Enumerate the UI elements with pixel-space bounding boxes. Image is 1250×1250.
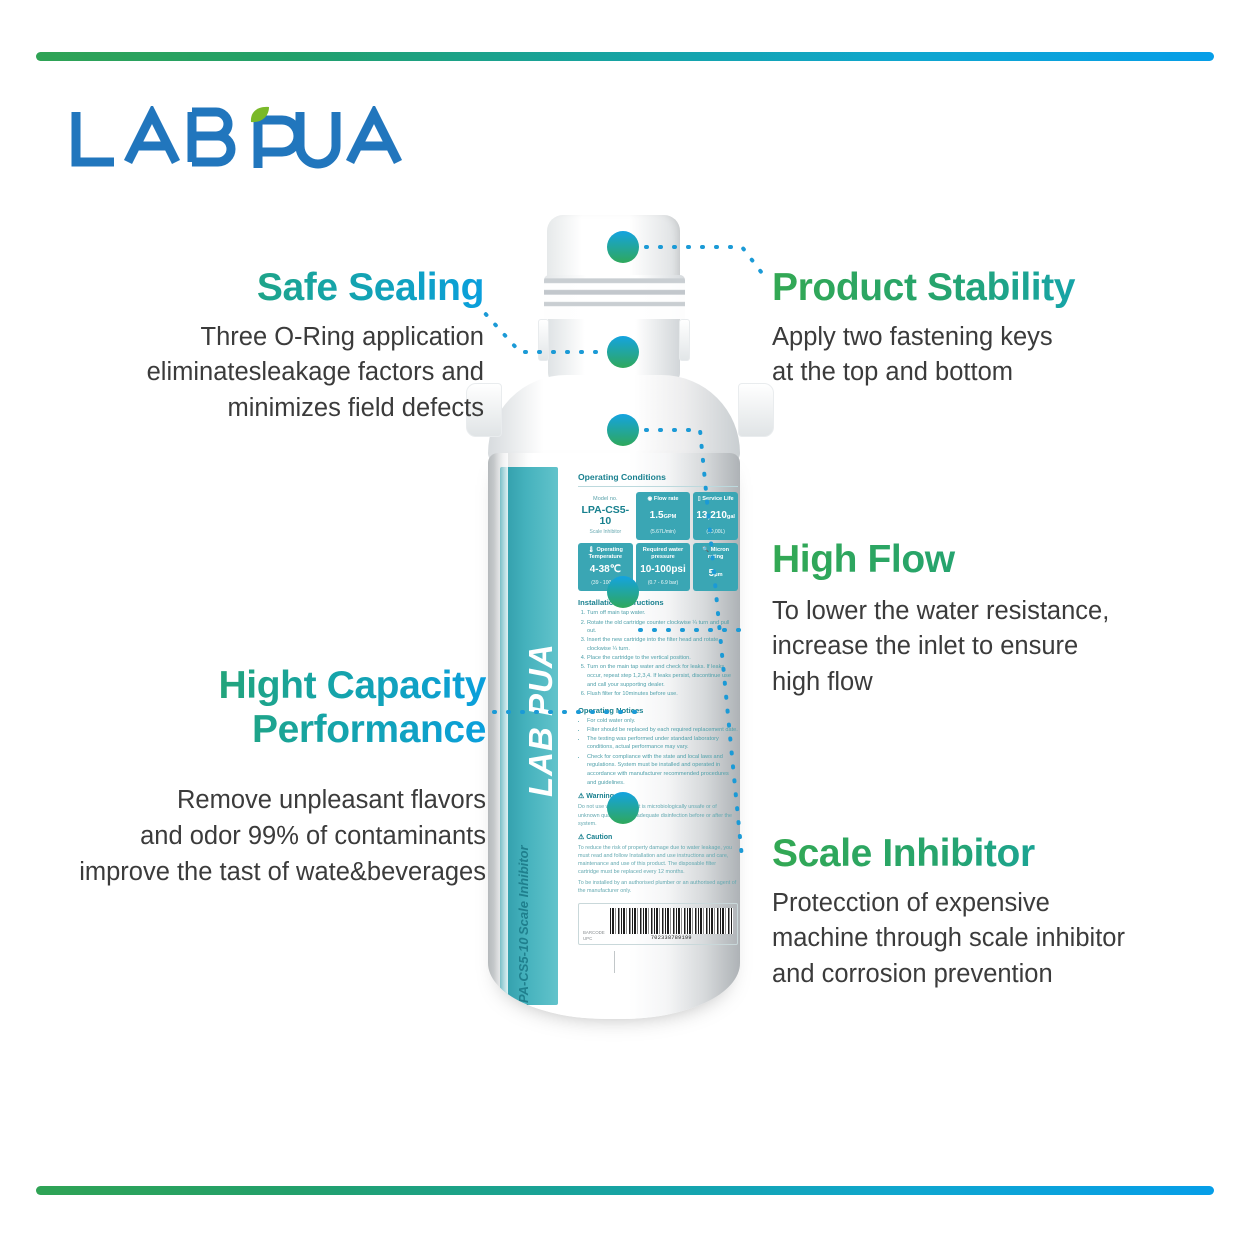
spec-model-label: Model no. [593,496,618,503]
spec-pressure-value: 10-100psi [640,564,686,576]
fastening-key-left [466,383,502,437]
list-item: For cold water only. [587,717,738,726]
list-item: Turn off main tap water. [587,609,738,618]
feature-product-stability: Product Stability Apply two fastening ke… [772,266,1222,391]
leaf-icon [250,106,269,123]
warning-body: Do not use with water that is microbiolo… [578,804,733,827]
brand-stripe: LAB PUA LPA-CS5-10 Scale Inhibitor [500,467,559,1011]
list-item: Rotate the old cartridge counter clockwi… [587,619,738,636]
caution-body-secondary: To be installed by an authorised plumber… [578,880,737,895]
label-divider [578,486,738,488]
list-item: Flush filter for 10minutes before use. [587,690,738,699]
spec-temperature-value: 4-38℃ [589,564,621,576]
spec-pressure: Required water pressure 10-100psi (0.7 -… [635,543,691,592]
thermometer-icon: 🌡 Operating Temperature [587,547,623,561]
spec-service-life-value: 13,210gal [696,509,735,521]
list-item: The testing was performed under standard… [587,735,738,752]
spec-temperature: 🌡 Operating Temperature 4-38℃ (39 - 100 … [578,543,633,592]
spec-micron: 🔍 Micron rating 5μm [693,543,738,592]
gauge-icon: Required water pressure [642,547,684,561]
spec-model-value: LPA-CS5-10 [581,504,630,528]
cartridge-shoulder [488,375,740,463]
magnifier-icon: 🔍 Micron rating [702,547,730,561]
spec-service-life-sub: (50,00L) [706,529,725,536]
spec-flow-rate-sub: (5.67L/min) [650,529,676,536]
stripe-model-code: LPA-CS5-10 [516,937,531,1012]
list-item: Place the cartridge to the vertical posi… [587,654,738,663]
mold-seam [614,951,615,973]
feature-body: Remove unpleasant flavors and odor 99% o… [79,786,486,886]
warning-title: ⚠ Warning [578,793,614,801]
installation-title: Installation Instructions [578,598,664,608]
barcode-block: BARCODE UPC 702338789199 [578,902,738,946]
barcode-label: BARCODE UPC [583,930,605,942]
operating-conditions-title: Operating Conditions [578,472,666,482]
stripe-brand-text: LAB PUA [522,643,559,797]
product-label: Operating Conditions Model no. LPA-CS5-1… [572,463,740,1011]
bottle-glare [494,453,508,1019]
spec-flow-rate-value: 1.5GPM [649,509,677,521]
feature-body: Protecction of expensive machine through… [772,888,1125,989]
list-item: Check for compliance with the state and … [587,753,738,788]
feature-body: Apply two fastening keys at the top and … [772,322,1053,387]
feature-scale-inhibitor: Scale Inhibitor Protecction of expensive… [772,832,1232,993]
list-item: Turn on the main tap water and check for… [587,663,738,689]
stripe-model-type: Scale Inhibitor [516,845,531,935]
service-life-icon: ▯ Service Life [697,496,734,503]
notices-list: For cold water only. Filter should be re… [578,717,738,788]
spec-temperature-sub: (39 - 100 °F) [591,580,620,587]
flow-rate-icon: ◉ Flow rate [647,496,679,503]
barcode-icon [609,907,733,934]
cartridge-body: LAB PUA LPA-CS5-10 Scale Inhibitor Opera… [488,453,740,1019]
spec-service-life: ▯ Service Life 13,210gal (50,00L) [693,492,738,541]
spec-table: Model no. LPA-CS5-10 Scale Inhibitor ◉ F… [578,492,738,592]
fastening-key-right [738,383,774,437]
feature-body: To lower the water resistance, increase … [772,596,1110,697]
installation-steps: Turn off main tap water. Rotate the old … [578,609,738,698]
feature-title: Hight Capacity Performance [8,664,487,751]
spec-pressure-sub: (0.7 - 6.9 bar) [647,580,679,587]
feature-title: Scale Inhibitor [772,832,1232,876]
feature-high-flow: High Flow To lower the water resistance,… [772,538,1238,701]
feature-body: Three O-Ring application eliminatesleaka… [146,322,484,423]
feature-hight-capacity-performance: Hight Capacity Performance Remove unplea… [8,664,486,890]
operating-notices: For cold water only. Filter should be re… [578,717,738,788]
cartridge-neck [538,319,690,383]
feature-title: Safe Sealing [20,266,485,310]
spec-model-sub: Scale Inhibitor [589,529,622,536]
spec-flow-rate: ◉ Flow rate 1.5GPM (5.67L/min) [635,492,691,541]
product-image: LAB PUA LPA-CS5-10 Scale Inhibitor Opera… [466,215,774,1055]
installation-step-list: Turn off main tap water. Rotate the old … [578,609,738,698]
top-accent-bar [36,52,1214,61]
spec-model: Model no. LPA-CS5-10 Scale Inhibitor [578,492,633,540]
caution-body: To reduce the risk of property damage du… [578,844,733,876]
feature-title: Product Stability [772,266,1222,310]
spec-micron-value: 5μm [708,567,723,579]
list-item: Filter should be replaced by each requir… [587,726,738,735]
brand-logo [68,106,408,170]
stripe-model-text: LPA-CS5-10 Scale Inhibitor [516,845,566,1011]
list-item: Insert the new cartridge into the filter… [587,636,738,653]
notices-title: Operating Notices [578,705,644,715]
o-ring-threads [544,275,685,323]
caution-title: ⚠ Caution [578,833,613,841]
barcode-number: 702338789199 [650,934,692,941]
bottom-accent-bar [36,1186,1214,1195]
feature-safe-sealing: Safe Sealing Three O-Ring application el… [20,266,485,427]
feature-title: High Flow [772,538,1238,582]
